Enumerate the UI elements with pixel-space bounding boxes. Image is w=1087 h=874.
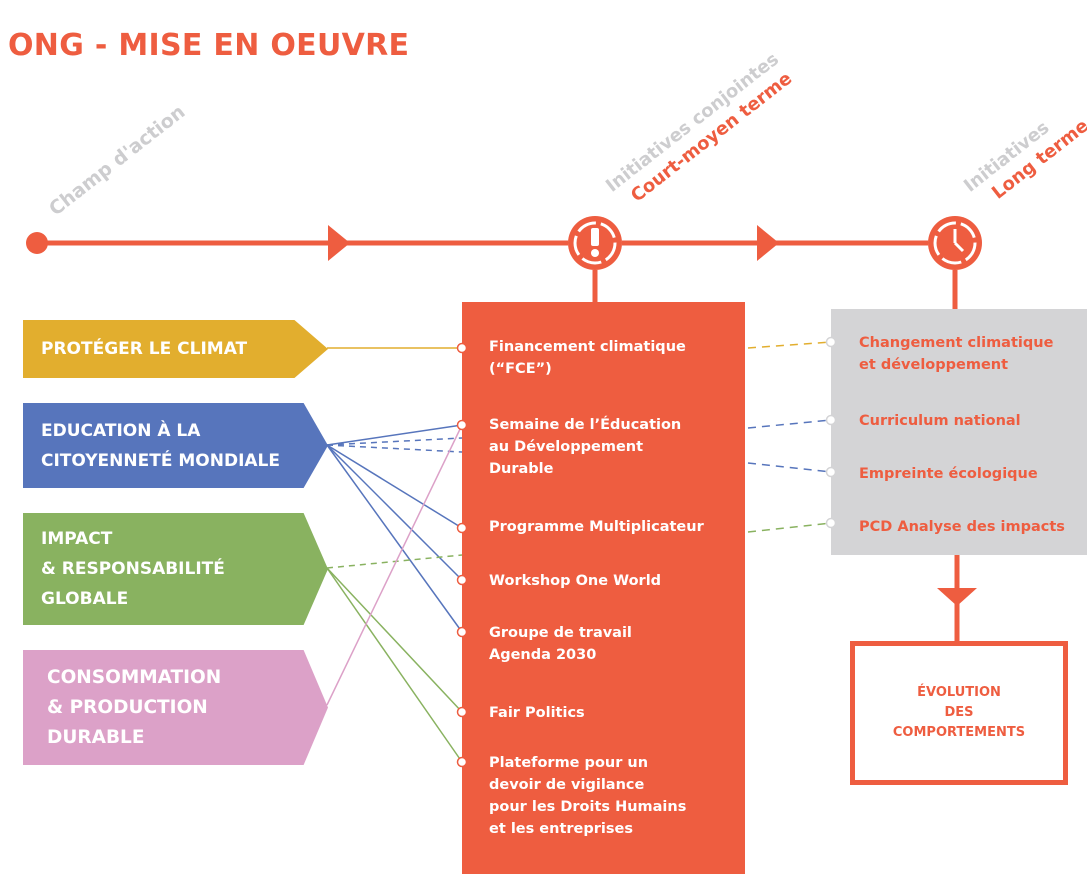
- long-term-connectors: [747, 341, 832, 533]
- long-term-line: Curriculum national: [859, 413, 1021, 429]
- initiative-groupe-de-travail: Groupe de travail Agenda 2030: [489, 622, 734, 666]
- impact-connectors: [326, 554, 463, 763]
- initiative-line: Fair Politics: [489, 705, 585, 721]
- initiative-line: Programme Multiplicateur: [489, 519, 704, 535]
- initiative-line: et les entreprises: [489, 821, 633, 837]
- long-term-line: PCD Analyse des impacts: [859, 519, 1065, 535]
- timeline-start-dot: [26, 232, 48, 254]
- initiative-line: (“FCE”): [489, 361, 552, 377]
- category-consommation-production: CONSOMMATION & PRODUCTION DURABLE: [23, 650, 328, 765]
- timeline-arrow-icon: [328, 225, 350, 261]
- page-title: ONG - MISE EN OEUVRE: [8, 28, 410, 63]
- consommation-connectors: [326, 424, 463, 706]
- initiative-programme-multiplicateur: Programme Multiplicateur: [489, 516, 734, 538]
- initiative-dots: [456, 342, 468, 768]
- long-term-empreinte-ecologique: Empreinte écologique: [859, 463, 1038, 485]
- initiative-line: Financement climatique: [489, 339, 686, 355]
- initiative-line: Workshop One World: [489, 573, 662, 589]
- exclamation-icon: [568, 216, 622, 270]
- long-term-line: Empreinte écologique: [859, 466, 1038, 482]
- initiative-line: Groupe de travail: [489, 625, 632, 641]
- initiative-workshop-one-world: Workshop One World: [489, 570, 734, 592]
- timeline-arrow-icon: [757, 225, 779, 261]
- clock-icon: [928, 216, 982, 270]
- long-term-line: et développement: [859, 357, 1009, 373]
- initiative-plateforme-vigilance: Plateforme pour un devoir de vigilance p…: [489, 752, 734, 840]
- initiative-financement-climatique: Financement climatique (“FCE”): [489, 336, 734, 380]
- down-arrow-icon: [937, 588, 977, 606]
- long-term-dots: [825, 336, 837, 529]
- initiative-line: au Développement: [489, 439, 644, 455]
- initiative-line: pour les Droits Humains: [489, 799, 687, 815]
- long-term-pcd-analyse: PCD Analyse des impacts: [859, 516, 1065, 538]
- joint-initiatives-box: [462, 302, 745, 874]
- outcome-label: ÉVOLUTION DES COMPORTEMENTS: [892, 685, 1026, 740]
- initiative-line: Semaine de l’Éducation: [489, 417, 682, 433]
- initiative-line: Agenda 2030: [489, 647, 597, 663]
- education-connectors: [326, 424, 463, 633]
- long-term-initiatives-box: [831, 309, 1087, 555]
- outcome-box: ÉVOLUTION DES COMPORTEMENTS: [850, 641, 1068, 785]
- category-education-citoyennete: EDUCATION À LA CITOYENNETÉ MONDIALE: [23, 403, 328, 488]
- initiative-line: Durable: [489, 461, 554, 477]
- initiative-fair-politics: Fair Politics: [489, 702, 734, 724]
- initiative-line: Plateforme pour un: [489, 755, 649, 771]
- category-impact-responsabilite: IMPACT & RESPONSABILITÉ GLOBALE: [23, 513, 328, 625]
- long-term-changement-climatique: Changement climatique et développement: [859, 332, 1053, 376]
- category-proteger-climat: PROTÉGER LE CLIMAT: [23, 320, 328, 378]
- long-term-curriculum-national: Curriculum national: [859, 410, 1021, 432]
- initiative-semaine-education: Semaine de l’Éducation au Développement …: [489, 414, 734, 480]
- long-term-line: Changement climatique: [859, 335, 1054, 351]
- initiative-line: devoir de vigilance: [489, 777, 645, 793]
